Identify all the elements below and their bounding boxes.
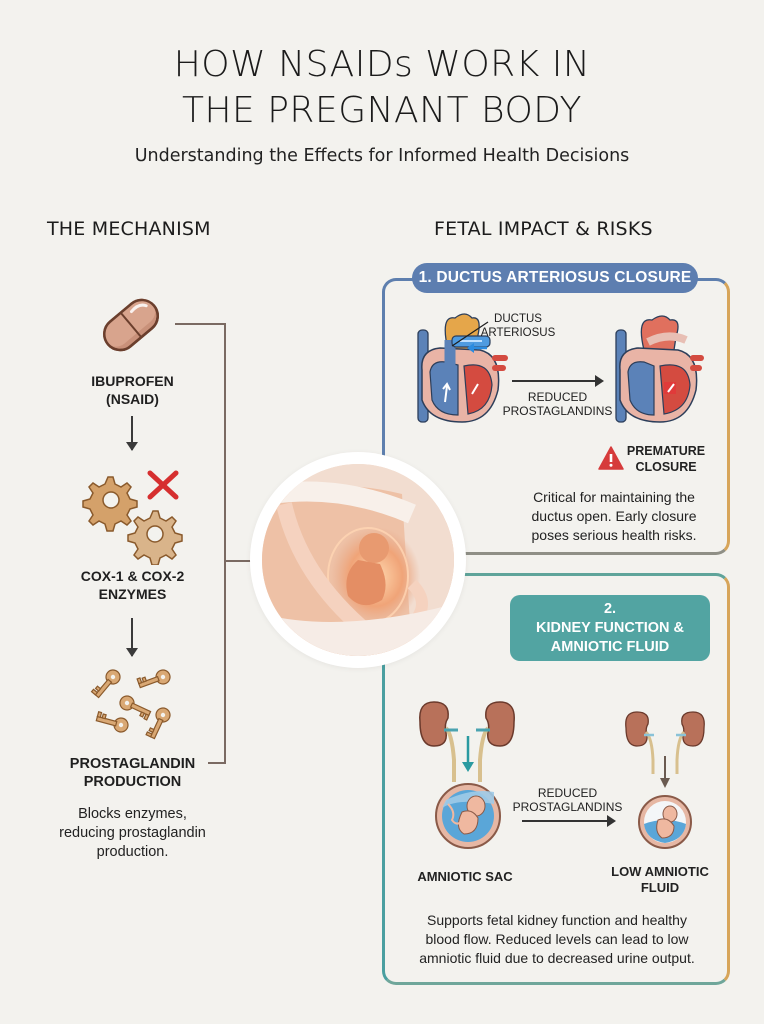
kidney-amniotic-card [382,573,730,985]
kidney-title-line3: AMNIOTIC FLUID [550,639,670,655]
mechanism-desc-line: Blocks enzymes, [78,806,187,822]
callout-line2: ARTERIOSUS [480,327,556,339]
card1-desc-line: ductus open. Early closure [531,508,697,524]
amniotic-sac-label: AMNIOTIC SAC [417,869,513,884]
pregnant-belly-image [262,464,454,656]
gears-icon [78,465,188,566]
title-line-2: THE PREGNANT BODY [181,90,583,131]
step-ibuprofen-line2: (NSAID) [106,391,159,407]
page-subtitle: Understanding the Effects for Informed H… [134,146,630,166]
arrow-label-line1: REDUCED [537,786,598,800]
kidneys-reduced-icon [620,710,710,850]
warning-line1: PREMATURE [626,444,706,458]
kidney-card-title: 2. KIDNEY FUNCTION & AMNIOTIC FLUID [510,595,710,661]
kidney-title-line2: KIDNEY FUNCTION & [536,620,684,636]
arrow-label-line2: PROSTAGLANDINS [502,404,613,418]
page-title: HOW NSAIDs WORK IN THE PREGNANT BODY [0,42,764,134]
card1-desc-line: Critical for maintaining the [533,489,695,505]
keys-icon [85,665,185,740]
card2-description: Supports fetal kidney function and healt… [392,911,722,968]
step-cox-label: COX-1 & COX-2 ENZYMES [50,567,215,603]
step-prostaglandin-line1: PROSTAGLANDIN [69,756,196,772]
mechanism-heading: THE MECHANISM [47,218,211,240]
down-arrow-icon [126,618,138,657]
connector-line [175,323,225,325]
right-arrow-icon [512,375,604,387]
ductus-card-title: 1. DUCTUS ARTERIOSUS CLOSURE [412,263,698,293]
normal-heart-icon [410,310,510,430]
step-prostaglandin-label: PROSTAGLANDIN PRODUCTION [40,755,225,791]
pill-icon [96,290,166,360]
card2-desc-line: blood flow. Reduced levels can lead to l… [425,931,689,947]
callout-leader-line [450,318,490,348]
card2-desc-line: Supports fetal kidney function and healt… [427,912,687,928]
card2-desc-line: amniotic fluid due to decreased urine ou… [419,950,695,966]
low-amniotic-fluid-label: LOW AMNIOTIC FLUID [600,864,720,896]
arrow-label-line1: REDUCED [527,390,588,404]
card1-desc-line: poses serious health risks. [531,527,697,543]
step-ibuprofen-line1: IBUPROFEN [91,373,174,389]
warning-icon [598,446,624,470]
arrow-label-line2: PROSTAGLANDINS [512,800,623,814]
right-arrow-icon [522,815,616,827]
card1-description: Critical for maintaining the ductus open… [506,488,722,545]
callout-line1: DUCTUS [494,313,542,325]
mechanism-desc-line: reducing prostaglandin [59,825,206,841]
closed-ductus-heart-icon [608,312,708,432]
connector-line [224,560,252,562]
down-arrow-icon [126,416,138,451]
low-fluid-line2: FLUID [640,880,680,895]
kidney-title-line1: 2. [603,601,617,617]
warning-line2: CLOSURE [635,460,697,474]
card1-arrow-label: REDUCED PROSTAGLANDINS [500,390,615,418]
mechanism-description: Blocks enzymes, reducing prostaglandin p… [35,805,230,862]
red-x-icon [146,470,180,500]
connector-line [208,762,226,764]
blue-flow-arrow-icon [466,340,488,353]
low-fluid-line1: LOW AMNIOTIC [611,864,709,879]
premature-closure-warning: PREMATURE CLOSURE [618,443,714,475]
card2-arrow-label: REDUCED PROSTAGLANDINS [510,786,625,814]
mechanism-desc-line: production. [96,844,169,860]
step-prostaglandin-line2: PRODUCTION [83,774,182,790]
title-line-1: HOW NSAIDs WORK IN [173,44,591,85]
kidneys-normal-icon [412,700,522,850]
step-cox-line1: COX-1 & COX-2 [80,568,185,584]
fetal-impact-heading: FETAL IMPACT & RISKS [434,218,653,240]
connector-line [224,323,226,763]
step-ibuprofen-label: IBUPROFEN (NSAID) [50,372,215,408]
step-cox-line2: ENZYMES [98,586,167,602]
ductus-arteriosus-callout: DUCTUS ARTERIOSUS [478,312,558,340]
